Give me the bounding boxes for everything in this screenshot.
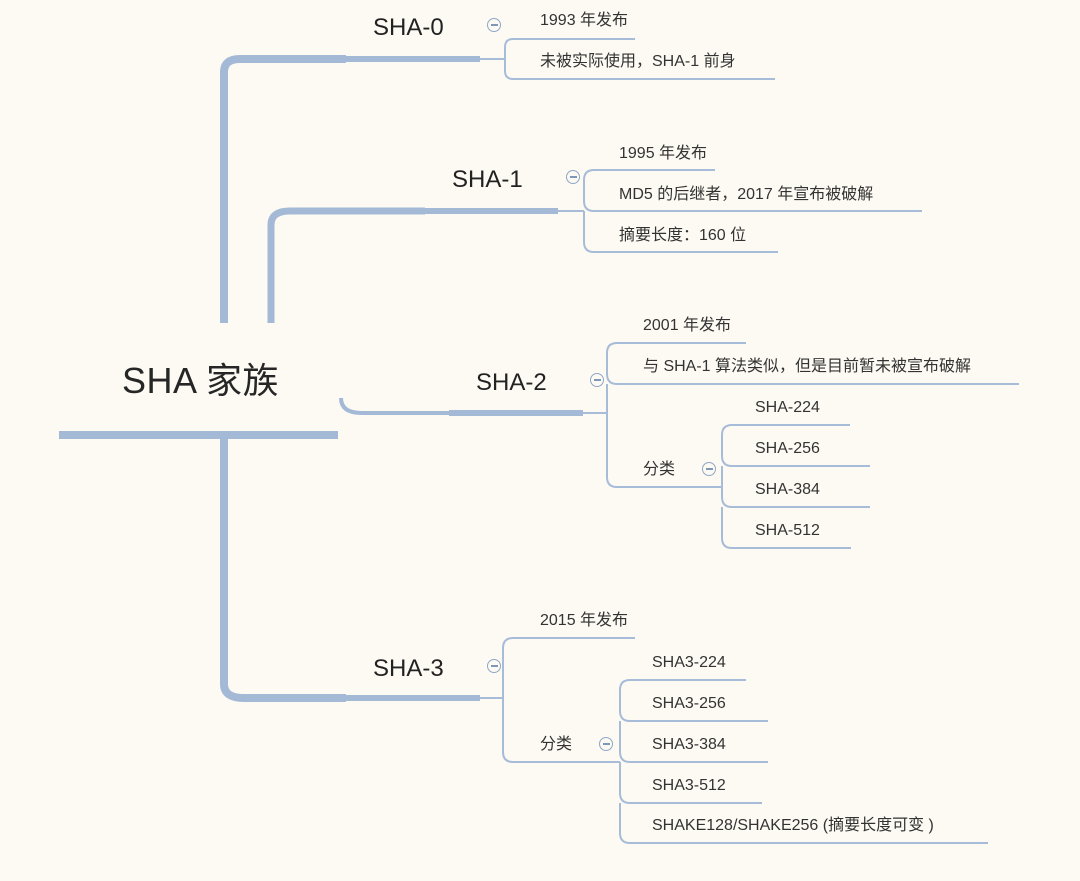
sha2-category-item[interactable]: SHA-224 (755, 399, 820, 416)
topic-sha-0[interactable]: SHA-0 (373, 14, 444, 41)
sha1-item-note[interactable]: MD5 的后继者，2017 年宣布被破解 (619, 186, 874, 203)
collapse-icon[interactable] (702, 462, 716, 476)
sha0-item-note[interactable]: 未被实际使用，SHA-1 前身 (540, 53, 736, 70)
sha2-category-item[interactable]: SHA-512 (755, 522, 820, 539)
sha3-item-release[interactable]: 2015 年发布 (540, 612, 629, 629)
topic-sha-3[interactable]: SHA-3 (373, 655, 444, 682)
sha3-category-item[interactable]: SHA3-224 (652, 654, 726, 671)
root-topic[interactable]: SHA 家族 (122, 360, 280, 401)
collapse-icon[interactable] (599, 737, 613, 751)
collapse-icon[interactable] (566, 170, 580, 184)
sha2-category[interactable]: 分类 (643, 461, 676, 478)
sha2-category-item[interactable]: SHA-384 (755, 481, 820, 498)
sha0-item-release[interactable]: 1993 年发布 (540, 12, 629, 29)
sha1-item-release[interactable]: 1995 年发布 (619, 145, 708, 162)
topic-sha-2[interactable]: SHA-2 (476, 369, 547, 396)
sha3-category-item[interactable]: SHA3-384 (652, 736, 726, 753)
collapse-icon[interactable] (590, 373, 604, 387)
sha3-category-item[interactable]: SHA3-512 (652, 777, 726, 794)
sha2-item-note[interactable]: 与 SHA-1 算法类似，但是目前暂未被宣布破解 (643, 358, 972, 375)
sha2-item-release[interactable]: 2001 年发布 (643, 317, 732, 334)
sha1-item-digest-length[interactable]: 摘要长度：160 位 (619, 227, 747, 244)
sha3-category-item[interactable]: SHAKE128/SHAKE256 (摘要长度可变 ) (652, 817, 934, 834)
sha2-category-item[interactable]: SHA-256 (755, 440, 820, 457)
topic-sha-1[interactable]: SHA-1 (452, 166, 523, 193)
collapse-icon[interactable] (487, 659, 501, 673)
collapse-icon[interactable] (487, 18, 501, 32)
sha3-category[interactable]: 分类 (540, 736, 573, 753)
sha3-category-item[interactable]: SHA3-256 (652, 695, 726, 712)
